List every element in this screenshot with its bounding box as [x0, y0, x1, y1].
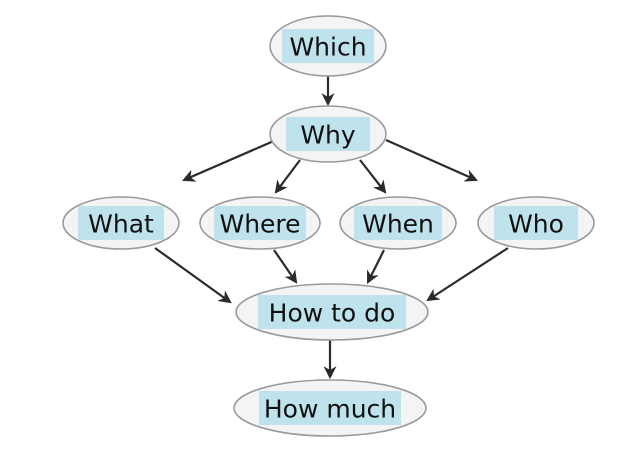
node-where: Where: [199, 196, 321, 250]
node-how-much-label: How much: [264, 395, 396, 424]
node-when-label: When: [362, 210, 434, 239]
node-who-label: Who: [508, 210, 564, 239]
arrow-when-to-how-to-do: [367, 249, 385, 284]
node-which: Which: [269, 15, 387, 77]
node-how-much-highlight: [259, 391, 401, 425]
node-who: Who: [477, 196, 595, 250]
node-why-label: Why: [300, 121, 356, 150]
node-what-highlight: [78, 206, 164, 240]
arrow-where-to-how-to-do: [273, 249, 298, 284]
node-how-to-do: How to do: [235, 283, 429, 341]
arrow-who-to-how-to-do: [426, 247, 509, 302]
node-which-highlight: [282, 29, 374, 63]
node-how-to-do-highlight: [258, 295, 406, 329]
arrow-what-to-how-to-do: [154, 247, 232, 304]
node-when: When: [339, 196, 457, 250]
node-why-highlight: [286, 117, 370, 151]
node-why: Why: [269, 105, 387, 163]
edges-layer: [154, 76, 509, 380]
arrow-why-to-what: [182, 138, 277, 182]
node-who-highlight: [494, 206, 578, 240]
arrow-why-to-where: [274, 159, 301, 194]
arrow-why-to-who: [385, 138, 478, 182]
arrow-why-to-when: [359, 159, 387, 194]
node-how-to-do-label: How to do: [269, 299, 396, 328]
node-which-label: Which: [289, 33, 366, 62]
node-how-much: How much: [233, 379, 427, 437]
node-when-highlight: [354, 206, 442, 240]
node-what-label: What: [88, 210, 154, 239]
node-where-highlight: [214, 206, 306, 240]
node-where-label: Where: [219, 210, 300, 239]
node-what: What: [62, 196, 180, 250]
